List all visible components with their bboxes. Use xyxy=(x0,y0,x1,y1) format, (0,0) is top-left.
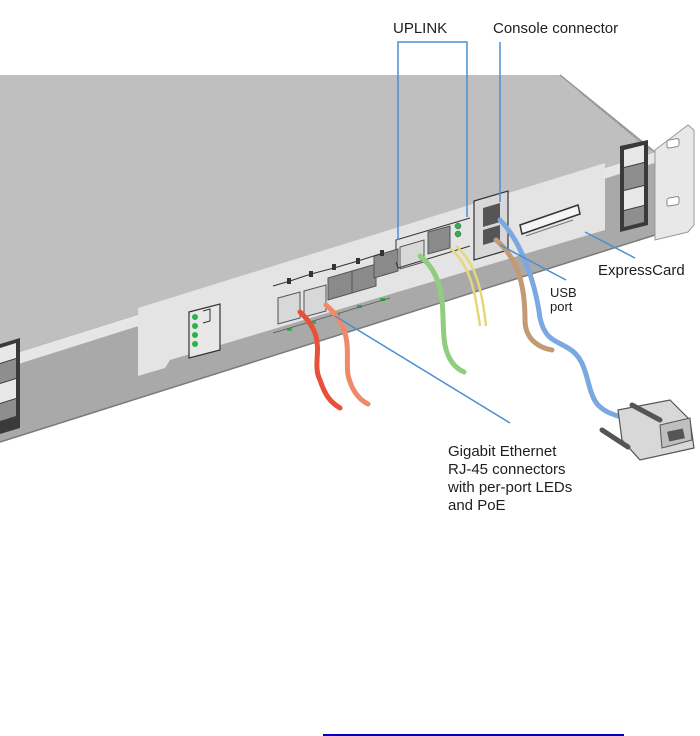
rack-handle-left xyxy=(0,338,20,434)
label-expresscard: ExpressCard xyxy=(598,262,685,279)
cable-green xyxy=(417,253,467,375)
system-led-block xyxy=(188,303,221,359)
leader-uplink xyxy=(397,41,468,240)
label-usb-port: USB port xyxy=(550,285,577,314)
label-uplink: UPLINK xyxy=(393,20,448,37)
leader-ethernet xyxy=(334,315,511,424)
rack-bracket-right xyxy=(654,124,695,241)
label-console-connector: Console connector xyxy=(493,20,619,37)
expresscard-slot xyxy=(519,204,581,237)
cable-yellow-1 xyxy=(449,247,482,327)
cable-brown xyxy=(493,237,555,353)
leader-expresscard xyxy=(584,231,636,259)
uplink-panel-bracket xyxy=(395,217,471,250)
rack-handle-right xyxy=(620,140,648,232)
cable-blue xyxy=(497,217,621,419)
bottom-rule xyxy=(323,734,624,736)
leader-usb xyxy=(499,244,567,281)
cable-salmon xyxy=(323,302,371,407)
label-gigabit-ethernet: Gigabit Ethernet RJ-45 connectors with p… xyxy=(448,443,573,514)
cable-yellow-2 xyxy=(455,245,488,327)
cable-red xyxy=(297,309,343,411)
lan-ports xyxy=(272,239,425,334)
db9-connector xyxy=(599,399,695,461)
chassis-top xyxy=(0,75,655,358)
